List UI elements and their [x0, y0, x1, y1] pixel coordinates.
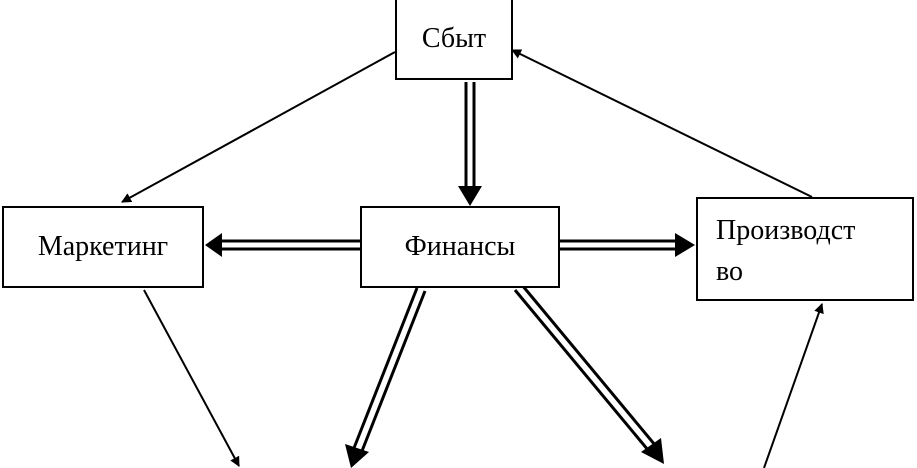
arrow-finance-down-right [513, 284, 664, 464]
node-marketing-label: Маркетинг [37, 231, 169, 263]
arrow-production-to-sbyt [511, 49, 813, 198]
node-sbyt: Сбыт [395, 0, 513, 80]
node-production: Производст во [696, 197, 914, 301]
node-sbyt-label: Сбыт [421, 23, 487, 55]
arrow-finance-down-left [345, 287, 427, 468]
node-production-label-line2: во [716, 255, 744, 287]
node-finance-label: Финансы [404, 231, 516, 263]
arrow-sbyt-to-finance [458, 82, 482, 206]
arrow-marketing-down [143, 289, 240, 467]
node-finance: Финансы [360, 206, 560, 288]
arrow-finance-to-production [560, 233, 695, 257]
arrow-up-to-production [763, 303, 824, 468]
node-production-label-line1: Производст [716, 215, 856, 246]
node-marketing: Маркетинг [2, 206, 204, 288]
arrow-finance-to-marketing [205, 233, 360, 257]
arrow-sbyt-to-marketing [121, 51, 396, 203]
